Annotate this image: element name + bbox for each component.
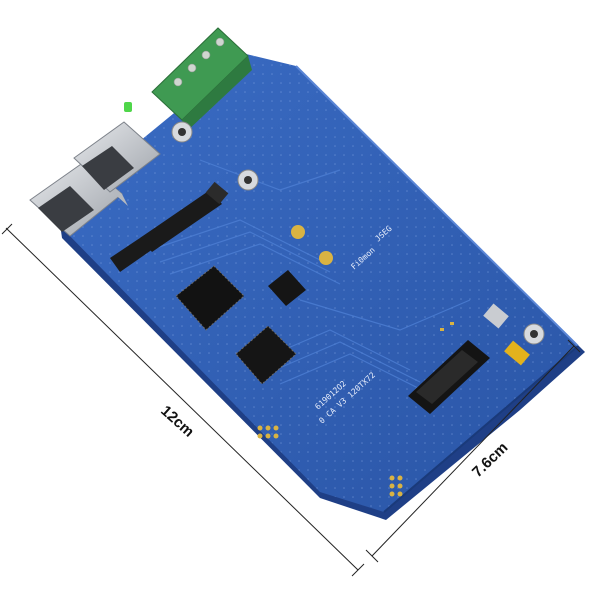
pcb-board (58, 54, 585, 520)
gold-test-pads (291, 225, 333, 265)
green-terminal-block (151, 27, 252, 132)
memory-chip (235, 325, 297, 385)
pcb-traces (149, 159, 471, 395)
dimension-line-length (1, 223, 365, 577)
tantalum-capacitor (504, 340, 530, 366)
small-chip (268, 270, 306, 306)
pin-headers (257, 425, 403, 497)
rj45-port-2 (73, 121, 161, 193)
status-led (124, 102, 132, 112)
m2-slot (408, 322, 490, 414)
inductors (205, 181, 509, 329)
main-processor-chip (175, 265, 245, 331)
electrolytic-capacitors (171, 121, 545, 345)
dimension-line-width (365, 339, 581, 563)
ethernet-phy-chips (110, 190, 222, 272)
